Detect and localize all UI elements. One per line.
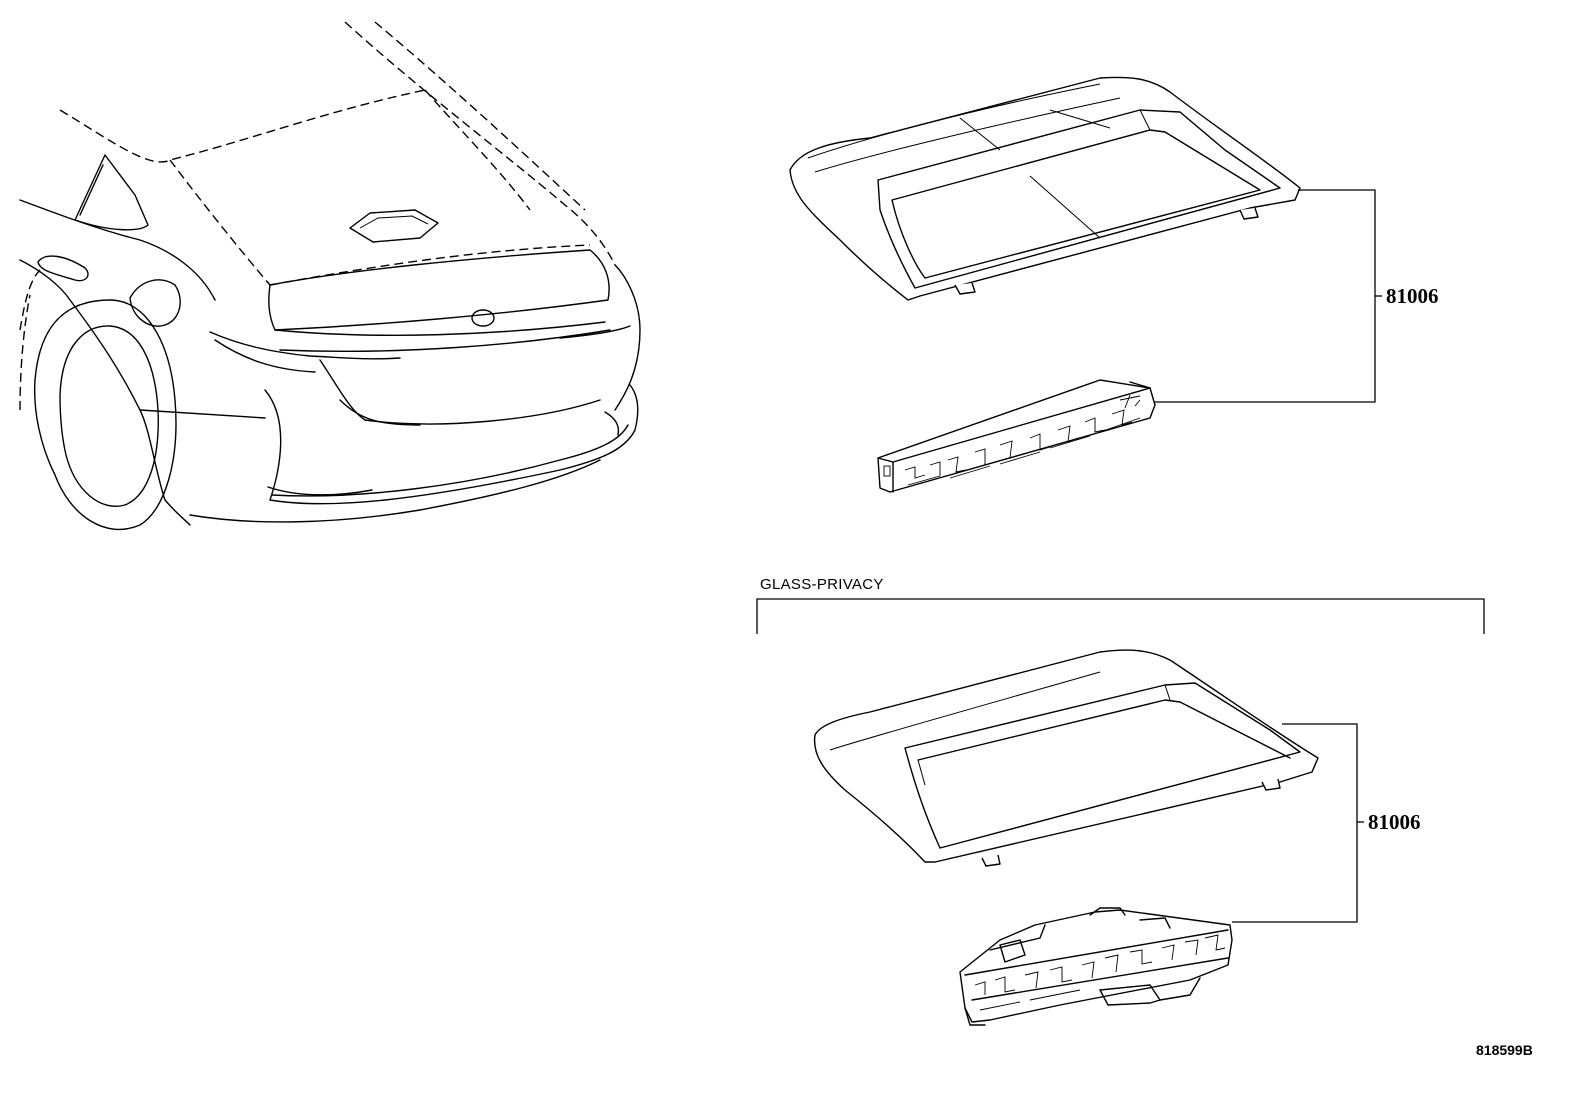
upper-stop-lamp-unit — [877, 379, 1156, 493]
lower-part-number: 81006 — [1368, 810, 1421, 834]
upper-stop-lamp-cover — [789, 76, 1301, 301]
vehicle-rear-illustration — [19, 21, 641, 530]
upper-part-number: 81006 — [1386, 284, 1439, 308]
lower-stop-lamp-unit — [959, 907, 1233, 1026]
illustration-id: 818599B — [1476, 1042, 1533, 1058]
lower-stop-lamp-cover — [813, 649, 1319, 867]
glass-privacy-bracket — [756, 598, 1485, 634]
lower-leader-bracket — [1232, 723, 1358, 923]
glass-privacy-label: GLASS-PRIVACY — [760, 576, 884, 593]
